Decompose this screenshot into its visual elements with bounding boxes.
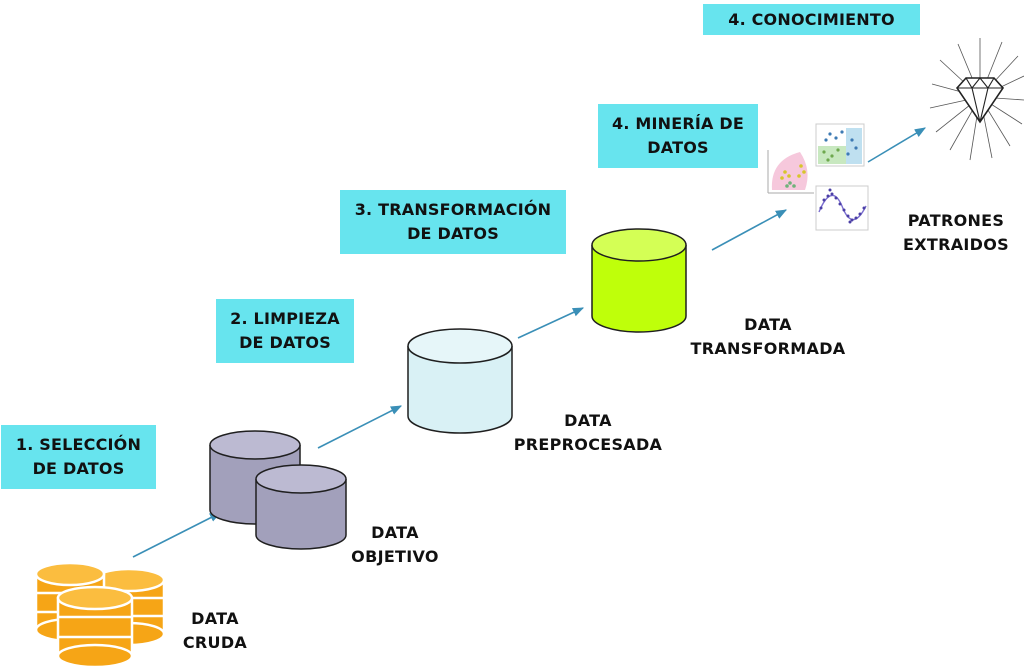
step-2-line-1: 2. LIMPIEZA — [230, 309, 340, 328]
step-5-knowledge: 4. CONOCIMIENTO — [703, 4, 920, 35]
label-raw-line-2: CRUDA — [182, 633, 248, 652]
step-1-line-1: 1. SELECCIÓN — [15, 435, 142, 454]
label-target-line-2: OBJETIVO — [351, 547, 439, 566]
step-5-line-1: 4. CONOCIMIENTO — [728, 9, 895, 29]
label-transformed-data: DATA TRANSFORMADA — [688, 313, 848, 361]
label-transformed-line-1: DATA — [744, 315, 792, 334]
arrow-transformed-to-mining — [711, 209, 787, 251]
label-extracted-patterns: PATRONES EXTRAIDOS — [896, 209, 1016, 257]
label-preprocessed-line-1: DATA — [564, 411, 612, 430]
label-transformed-line-2: TRANSFORMADA — [690, 339, 846, 358]
label-target-line-1: DATA — [371, 523, 419, 542]
flow-arrows — [132, 127, 926, 558]
database-icon — [407, 328, 513, 434]
arrow-target-to-preprocessed — [317, 405, 402, 449]
label-patterns-line-2: EXTRAIDOS — [903, 235, 1009, 254]
scatter-plots-icon — [767, 123, 869, 231]
database-stack-icon — [34, 561, 166, 669]
step-4-line-1: 4. MINERÍA DE — [611, 114, 744, 133]
database-pair-icon — [209, 430, 347, 550]
label-raw-line-1: DATA — [191, 609, 239, 628]
step-3-line-2: DE DATOS — [407, 224, 499, 243]
arrow-mining-to-knowledge — [867, 127, 926, 163]
step-4-mining: 4. MINERÍA DE DATOS — [598, 104, 758, 168]
step-2-line-2: DE DATOS — [239, 333, 331, 352]
database-icon — [591, 228, 687, 333]
diamond-icon — [929, 38, 1024, 161]
regression-chart — [815, 185, 869, 231]
step-3-line-1: 3. TRANSFORMACIÓN — [354, 200, 552, 219]
step-1-selection: 1. SELECCIÓN DE DATOS — [1, 425, 156, 489]
step-4-line-2: DATOS — [647, 138, 709, 157]
step-2-cleaning: 2. LIMPIEZA DE DATOS — [216, 299, 354, 363]
step-3-transformation: 3. TRANSFORMACIÓN DE DATOS — [340, 190, 566, 254]
label-patterns-line-1: PATRONES — [907, 211, 1005, 230]
classification-chart — [815, 123, 865, 167]
label-preprocessed-line-2: PREPROCESADA — [513, 435, 663, 454]
arrow-preprocessed-to-transformed — [517, 307, 585, 339]
arrow-raw-to-target — [132, 512, 221, 558]
label-preprocessed-data: DATA PREPROCESADA — [508, 409, 668, 457]
label-raw-data: DATA CRUDA — [170, 607, 260, 655]
cluster-chart — [767, 150, 815, 194]
step-1-line-2: DE DATOS — [32, 459, 125, 478]
label-target-data: DATA OBJETIVO — [340, 521, 450, 569]
